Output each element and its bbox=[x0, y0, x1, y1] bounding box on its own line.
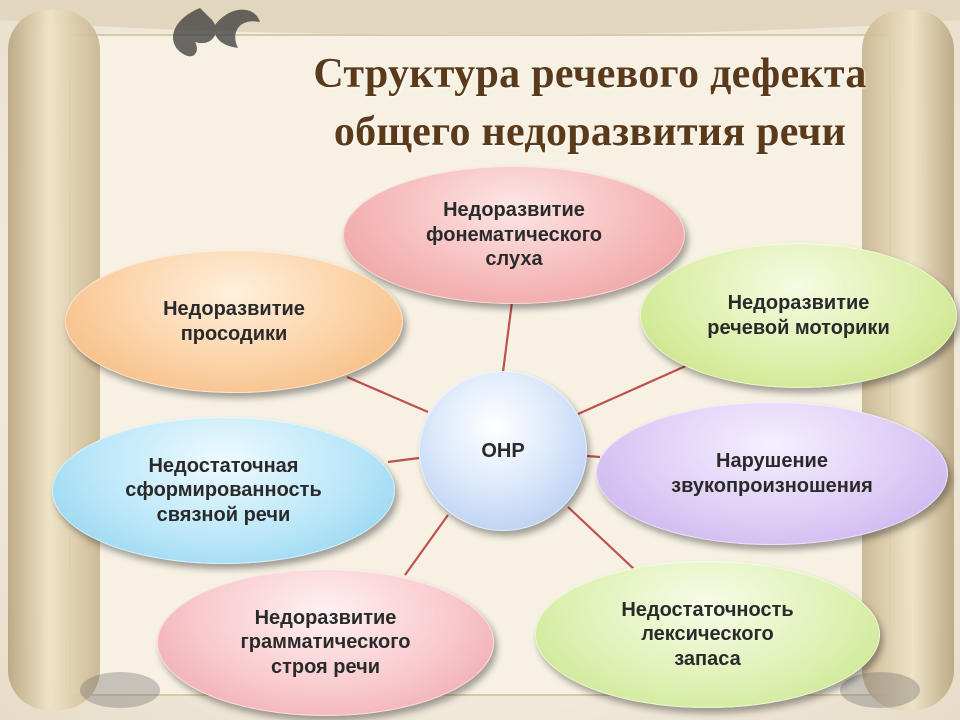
link-lexical bbox=[567, 506, 637, 572]
node-center-onr: ОНР bbox=[419, 371, 587, 531]
node-grammar-structure: Недоразвитие грамматического строя речи bbox=[157, 569, 494, 716]
node-sound-label: Нарушение звукопроизношения bbox=[671, 450, 873, 497]
node-center-label: ОНР bbox=[481, 439, 525, 462]
link-prosody bbox=[346, 375, 429, 414]
node-coherent-label: Недостаточная сформированность связной р… bbox=[125, 454, 322, 526]
diagram-title-line-2: общего недоразвития речи bbox=[333, 109, 847, 155]
node-phonemic-label: Недоразвитие фонематического слуха bbox=[426, 199, 602, 271]
node-prosody-label: Недоразвитие просодики bbox=[163, 298, 305, 345]
node-coherent-speech: Недостаточная сформированность связной р… bbox=[52, 417, 395, 564]
link-grammar bbox=[404, 514, 449, 576]
node-lexical-stock: Недостаточность лексического запаса bbox=[535, 561, 880, 708]
node-grammar-label: Недоразвитие грамматического строя речи bbox=[240, 606, 411, 678]
link-motor bbox=[577, 363, 689, 416]
link-coherent bbox=[387, 456, 420, 464]
node-lexical-label: Недостаточность лексического запаса bbox=[621, 598, 794, 670]
diagram-title-line-1: Структура речевого дефекта bbox=[313, 51, 867, 97]
node-motor-label: Недоразвитие речевой моторики bbox=[707, 292, 890, 339]
node-sound-pronunciation: Нарушение звукопроизношения bbox=[596, 402, 948, 545]
node-prosody: Недоразвитие просодики bbox=[65, 250, 403, 393]
node-speech-motor: Недоразвитие речевой моторики bbox=[640, 243, 957, 388]
node-phonemic-hearing: Недоразвитие фонематического слуха bbox=[343, 166, 685, 304]
link-sound bbox=[586, 454, 601, 459]
fleur-ornament-icon bbox=[173, 8, 260, 57]
link-phonemic bbox=[501, 301, 514, 373]
